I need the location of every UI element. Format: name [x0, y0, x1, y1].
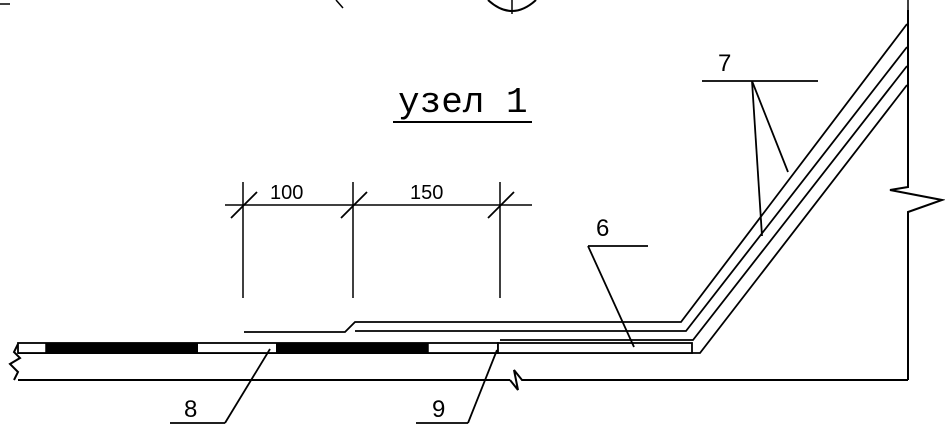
callout-7-label: 7: [718, 50, 731, 77]
callout-9-leader: [467, 349, 498, 424]
layer-line-1: [244, 23, 908, 333]
strip-right-segment: [497, 342, 693, 354]
callout-7-leader-a: [751, 80, 763, 237]
dimension-tick-2: [340, 191, 368, 219]
dimension-tick-1: [230, 191, 258, 219]
layer-line-2: [355, 46, 908, 332]
cropped-top-fragments: [0, 0, 909, 14]
slab-break-left: [8, 343, 22, 381]
callout-6: [587, 245, 648, 348]
slab-break-bottom: [509, 369, 908, 391]
callout-6-leader: [587, 245, 635, 348]
callout-7-leader-b: [751, 80, 789, 173]
callout-8-label: 8: [184, 396, 197, 423]
dimension-tick-3: [487, 191, 515, 219]
node-title: узел 1: [398, 82, 528, 123]
callout-9-label: 9: [432, 396, 445, 423]
dimension-label-100: 100: [270, 182, 303, 204]
callout-8-leader: [224, 348, 271, 424]
callout-8: [170, 348, 271, 424]
callout-9: [416, 349, 498, 424]
callout-7: [702, 80, 818, 237]
wall-edge-right: [889, 10, 945, 380]
callout-6-label: 6: [596, 215, 609, 242]
dimension-group: [225, 182, 532, 298]
strip-row: [17, 342, 693, 354]
layer-lines: [244, 23, 908, 354]
layer-line-3: [500, 65, 908, 341]
dark-block-2: [276, 343, 428, 353]
dark-block-1: [46, 343, 198, 353]
dimension-label-150: 150: [410, 182, 443, 204]
